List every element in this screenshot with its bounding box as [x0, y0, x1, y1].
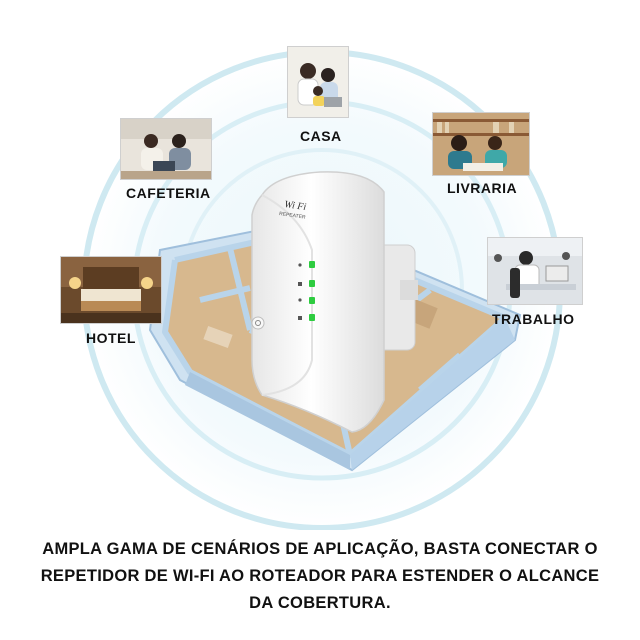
photo-cafeteria: [120, 118, 212, 180]
device-model: REPEATER: [279, 211, 307, 221]
label-casa: CASA: [300, 128, 342, 144]
photo-trabalho: [487, 237, 583, 305]
device-logo: Wi Fi: [284, 199, 307, 213]
status-leds: [298, 261, 315, 321]
label-hotel: HOTEL: [86, 330, 136, 346]
wifi-repeater-device: Wi Fi REPEATER: [251, 171, 418, 433]
caption-line-1: AMPLA GAMA DE CENÁRIOS DE APLICAÇÃO, BAS…: [42, 540, 598, 558]
label-cafeteria: CAFETERIA: [126, 185, 211, 201]
wps-button-icon: [251, 316, 265, 330]
label-livraria: LIVRARIA: [447, 180, 518, 196]
photo-hotel: [60, 256, 162, 324]
caption-line-2: REPETIDOR DE WI-FI AO ROTEADOR PARA ESTE…: [40, 567, 600, 585]
label-trabalho: TRABALHO: [492, 311, 575, 327]
photo-casa: [287, 46, 349, 118]
photo-livraria: [432, 112, 530, 176]
caption: AMPLA GAMA DE CENÁRIOS DE APLICAÇÃO, BAS…: [10, 536, 630, 617]
caption-line-3: DA COBERTURA.: [249, 594, 391, 612]
